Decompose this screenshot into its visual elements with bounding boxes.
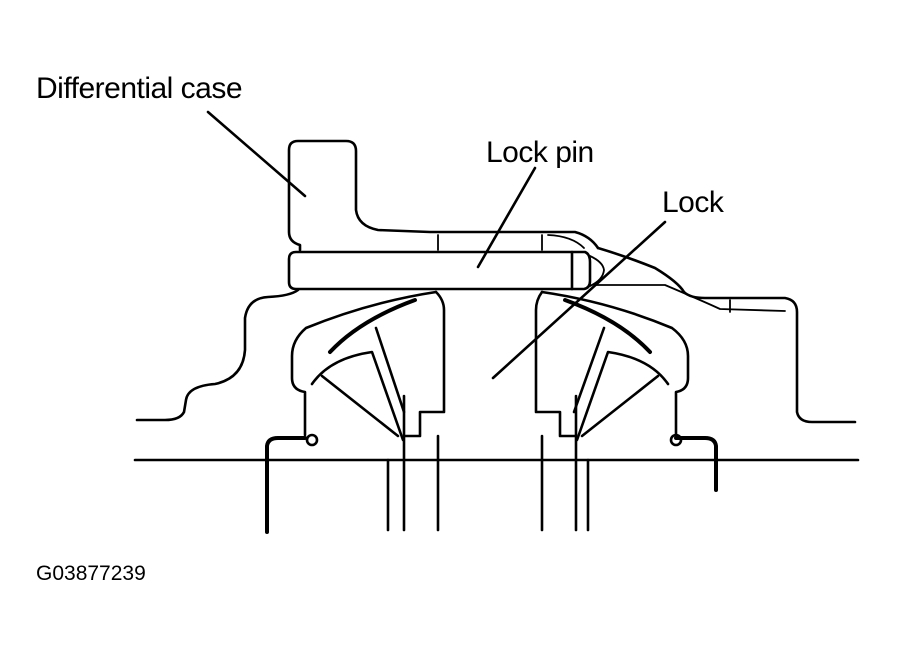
case-right-inner-edge	[594, 284, 786, 312]
label-lock: Lock	[662, 186, 724, 219]
lock-right-spoke	[572, 326, 606, 414]
lock-right-hub	[540, 290, 690, 437]
lock-left	[290, 290, 446, 447]
lock-pin-end-cap	[589, 255, 605, 287]
lock-right-shell	[534, 290, 578, 438]
lock-right-arc	[563, 298, 652, 354]
lock-right-wedge	[575, 350, 670, 442]
differential-case-outline	[135, 139, 857, 424]
lock-pin-tip	[570, 250, 592, 291]
figure-id: G03877239	[36, 562, 146, 585]
lock-right-diagonal	[580, 374, 660, 438]
lock-left-arc	[328, 298, 417, 354]
leader-differential-case	[206, 110, 307, 198]
lock-left-diagonal	[320, 374, 400, 438]
lock-left-ball	[305, 433, 319, 447]
lock-pin	[287, 250, 605, 291]
lock-pin-body	[287, 250, 574, 291]
case-right-shoulder	[596, 246, 857, 424]
shaft-right-outer	[674, 436, 718, 492]
lock-left-wedge	[310, 350, 405, 442]
case-groove-3	[547, 234, 585, 249]
label-differential-case: Differential case	[36, 72, 243, 105]
lower-shaft	[133, 434, 860, 534]
lock-left-spoke	[374, 326, 406, 414]
leader-lock-pin	[476, 166, 537, 269]
label-lock-pin: Lock pin	[486, 136, 594, 169]
case-left-shoulder	[135, 288, 300, 422]
shaft-left-outer	[265, 436, 307, 534]
lock-left-shell	[402, 290, 446, 438]
lock-right	[534, 290, 690, 447]
case-upper-tab	[287, 139, 600, 252]
lock-left-hub	[290, 290, 438, 437]
